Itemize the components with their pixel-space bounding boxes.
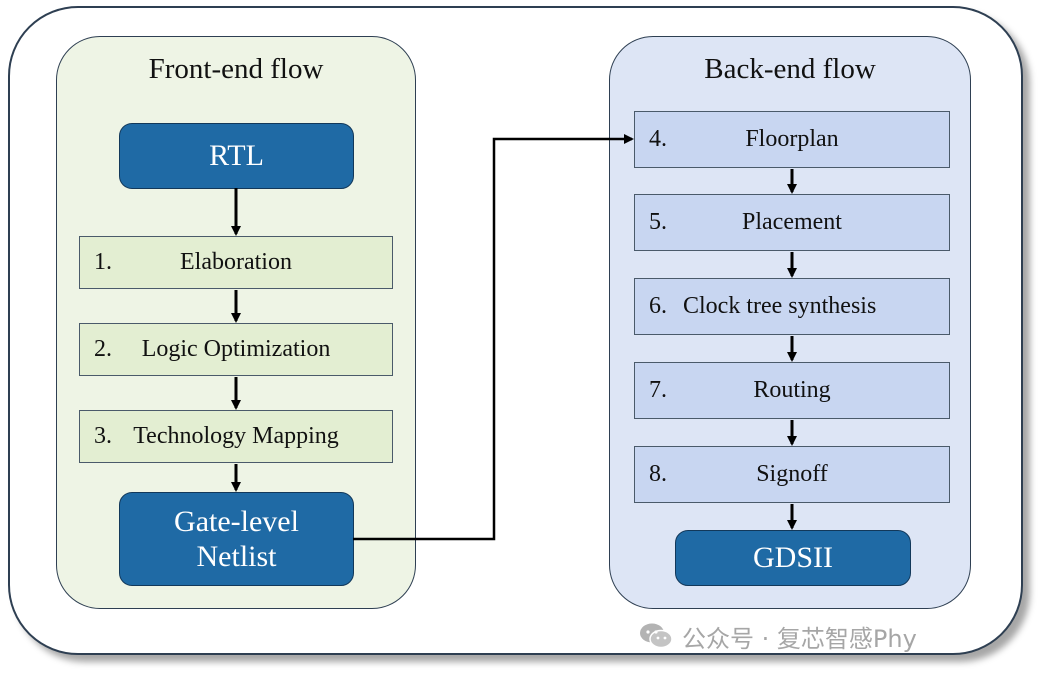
step-label: Signoff xyxy=(756,461,828,487)
rtl-label: RTL xyxy=(209,139,264,173)
step-routing: 7. Routing xyxy=(634,362,950,419)
step-label: Elaboration xyxy=(180,249,292,275)
watermark: 公众号 · 复芯智感Phy xyxy=(638,620,1018,652)
gate-level-netlist-node: Gate-level Netlist xyxy=(119,492,354,586)
step-label: Placement xyxy=(742,209,842,235)
step-number: 8. xyxy=(649,461,667,487)
step-label: Logic Optimization xyxy=(141,336,331,362)
back-end-title: Back-end flow xyxy=(704,53,876,85)
step-placement: 5. Placement xyxy=(634,194,950,251)
step-clock-tree-synthesis: 6. Clock tree synthesis xyxy=(634,278,950,335)
step-logic-optimization: 2. Logic Optimization xyxy=(79,323,393,376)
gdsii-node: GDSII xyxy=(675,530,911,586)
wechat-icon xyxy=(640,623,673,649)
step-label: Floorplan xyxy=(745,126,839,152)
step-number: 7. xyxy=(649,377,667,403)
step-elaboration: 1. Elaboration xyxy=(79,236,393,289)
step-number: 6. xyxy=(649,293,667,319)
step-signoff: 8. Signoff xyxy=(634,446,950,503)
gdsii-label: GDSII xyxy=(753,541,833,575)
rtl-node: RTL xyxy=(119,123,354,189)
netlist-line2: Netlist xyxy=(196,540,277,573)
step-label: Technology Mapping xyxy=(133,423,339,449)
step-label: Routing xyxy=(753,377,831,403)
step-number: 4. xyxy=(649,126,667,152)
step-number: 3. xyxy=(94,423,112,449)
step-technology-mapping: 3. Technology Mapping xyxy=(79,410,393,463)
step-label: Clock tree synthesis xyxy=(683,293,877,319)
front-end-title: Front-end flow xyxy=(148,53,324,85)
watermark-text: 公众号 · 复芯智感Phy xyxy=(682,624,917,653)
step-number: 5. xyxy=(649,209,667,235)
step-number: 2. xyxy=(94,336,112,362)
arrow-netlist-to-floorplan xyxy=(353,134,634,541)
step-number: 1. xyxy=(94,249,112,275)
netlist-line1: Gate-level xyxy=(174,504,299,538)
step-floorplan: 4. Floorplan xyxy=(634,111,950,168)
